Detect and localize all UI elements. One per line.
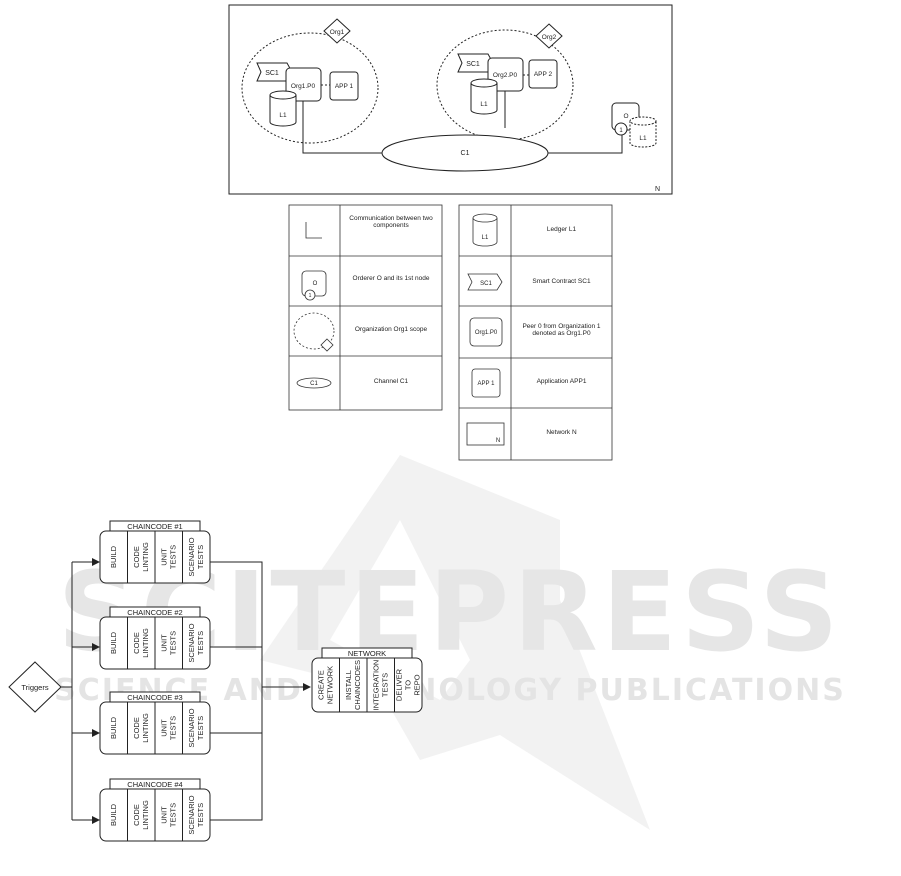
network-diagram: N Org1 SC1 Org1.P0 APP 1 L1 Org2 SC1 Org…	[228, 4, 673, 195]
chaincode-4-title: CHAINCODE #4	[127, 780, 182, 789]
channel-link-left	[302, 101, 382, 154]
chaincode-3-stage: BUILD	[109, 716, 118, 739]
trigger-branch-line	[61, 562, 73, 820]
chaincode-2-title: CHAINCODE #2	[127, 608, 182, 617]
legend-communication-text: Communication between two components	[349, 215, 433, 229]
legend-right-table	[458, 204, 613, 461]
triggers-diamond	[8, 661, 62, 713]
chaincode-4-stage: CODELINTING	[132, 800, 150, 830]
chaincode-1-stage: BUILD	[109, 545, 118, 568]
smart-contract-symbol-label: SC1	[480, 281, 492, 287]
chaincode-1-stage: CODELINTING	[132, 542, 150, 572]
chaincode-4-stage: UNITTESTS	[159, 803, 177, 827]
chaincode-2-stage: BUILD	[109, 631, 118, 654]
pipeline-diagram	[8, 558, 311, 824]
peer-symbol-label: Org1.P0	[475, 330, 498, 336]
peer-symbol	[469, 317, 503, 347]
network-stage-group-stage: DELIVERTOREPO	[394, 668, 421, 701]
legend-orderer-text: Orderer O and its 1st node	[352, 275, 430, 282]
org1-diamond	[323, 18, 351, 44]
legend-left-table	[288, 204, 443, 411]
sc1-left-label: SC1	[265, 70, 279, 77]
orderer-label: O	[623, 113, 628, 120]
network-stage-group-title: NETWORK	[348, 649, 386, 658]
channel-c1	[381, 134, 549, 172]
chaincode-2-stage: SCENARIOTESTS	[187, 623, 205, 662]
communication-line-symbol	[305, 222, 322, 239]
network-stage-group: NETWORK CREATENETWORK INSTALLCHAINCODES INT…	[311, 647, 423, 713]
ledger-orderer	[629, 116, 657, 148]
application-symbol	[471, 368, 501, 398]
org2-label: Org2	[542, 34, 557, 41]
chaincode-1-stage: SCENARIOTESTS	[187, 537, 205, 576]
network-stage-group-stage: CREATENETWORK	[316, 666, 334, 704]
legend-peer-text: Peer 0 from Organization 1 denoted as Or…	[522, 323, 601, 337]
sc1-right-label: SC1	[466, 61, 480, 68]
ledger-left-label: L1	[279, 112, 287, 119]
legend-smart-contract-text: Smart Contract SC1	[532, 278, 591, 285]
network-stage-group-stage: INSTALLCHAINCODES	[344, 660, 362, 710]
ledger-symbol-label: L1	[482, 235, 489, 241]
application-symbol-label: APP 1	[478, 381, 496, 387]
chaincode-4: CHAINCODE #4 BUILD CODELINTING UNITTESTS SCE…	[99, 778, 211, 842]
chaincode-2-stage: UNITTESTS	[159, 631, 177, 655]
network-symbol-label: N	[496, 438, 500, 444]
channel-symbol-label: C1	[310, 381, 318, 387]
legend-org-scope-text: Organization Org1 scope	[354, 326, 428, 333]
channel-symbol	[296, 377, 332, 389]
orderer-node-label: 1	[619, 128, 623, 134]
ledger-symbol	[472, 213, 498, 247]
orderer-symbol-o: O	[313, 281, 318, 287]
watermark-logo	[260, 455, 650, 830]
legend-ledger-text: Ledger L1	[546, 226, 577, 233]
legend-network-text: Network N	[546, 429, 577, 436]
org-scope-symbol	[293, 312, 335, 350]
chaincode-4-stage: SCENARIOTESTS	[187, 795, 205, 834]
orderer-symbol-node: 1	[309, 293, 312, 299]
legend-application-text: Application APP1	[536, 378, 587, 385]
orderer-node	[614, 122, 628, 136]
channel-link-orderer	[548, 130, 623, 154]
merge-line	[210, 561, 263, 821]
stage-groups: CHAINCODE #1 BUILD CODELINTING UNITTESTS SCE…	[99, 520, 423, 842]
chaincode-1-stage: UNITTESTS	[159, 545, 177, 569]
chaincode-3: CHAINCODE #3 BUILD CODELINTING UNITTESTS SCE…	[99, 691, 211, 755]
network-boundary	[228, 4, 673, 195]
network-label: N	[655, 186, 660, 193]
chaincode-2: CHAINCODE #2 BUILD CODELINTING UNITTESTS SCE…	[99, 606, 211, 670]
chaincode-3-stage: SCENARIOTESTS	[187, 708, 205, 747]
ledger-right-label: L1	[480, 101, 488, 108]
chaincode-4-stage: BUILD	[109, 803, 118, 826]
app2-label: APP 2	[534, 71, 553, 78]
network-stage-group-stage: INTEGRATIONTESTS	[371, 660, 389, 711]
smart-contract-symbol	[467, 273, 503, 291]
ledger-left	[269, 90, 297, 127]
peer-org1-label: Org1.P0	[291, 83, 316, 90]
ledger-right	[470, 78, 498, 115]
chaincode-3-stage: CODELINTING	[132, 713, 150, 743]
ledger-orderer-label: L1	[639, 135, 647, 142]
org2-diamond	[535, 23, 563, 49]
orderer-node-symbol	[304, 289, 316, 301]
chaincode-1-title: CHAINCODE #1	[127, 522, 182, 531]
chaincode-2-stage: CODELINTING	[132, 628, 150, 658]
triggers-label: Triggers	[21, 683, 48, 692]
org1-scope	[241, 32, 379, 144]
network-symbol	[466, 422, 505, 446]
chaincode-3-stage: UNITTESTS	[159, 716, 177, 740]
peer-org2-label: Org2.P0	[493, 72, 518, 79]
chaincode-3-title: CHAINCODE #3	[127, 693, 182, 702]
app1-label: APP 1	[335, 83, 354, 90]
app1-box	[329, 71, 359, 101]
channel-c1-label: C1	[461, 150, 470, 157]
legend-channel-text: Channel C1	[373, 378, 409, 385]
org-scope-diamond-symbol	[320, 338, 334, 352]
org1-label: Org1	[330, 29, 345, 36]
chaincode-1: CHAINCODE #1 BUILD CODELINTING UNITTESTS SCE…	[99, 520, 211, 584]
app2-box	[528, 59, 558, 89]
